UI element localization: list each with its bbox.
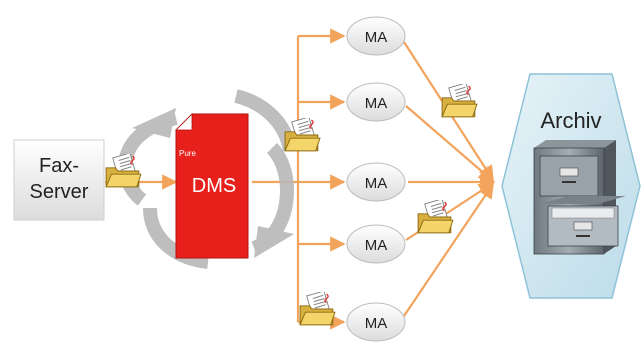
dms-node: Pure DMS <box>175 113 249 259</box>
filing-cabinet-icon <box>533 140 626 255</box>
employee-label: MA <box>365 237 388 254</box>
folder-with-fax-document-icon <box>284 118 321 152</box>
employee-label: MA <box>365 175 388 192</box>
employee-label: MA <box>365 29 388 46</box>
employee-label: MA <box>365 315 388 332</box>
folder-with-fax-document-icon <box>417 200 454 234</box>
archive-label: Archiv <box>540 108 601 133</box>
employee-node-5: MA <box>346 302 406 342</box>
fax-server-label-line2: Server <box>30 181 89 203</box>
dms-tag: Pure <box>179 149 196 158</box>
arrow-ma-2-to-archive <box>405 105 495 183</box>
flow-arrows <box>105 28 496 330</box>
folder-with-fax-document-icon <box>441 84 478 118</box>
dms-label: DMS <box>192 175 236 197</box>
employee-node-1: MA <box>346 16 406 56</box>
employee-label: MA <box>365 95 388 112</box>
arrow-ma-5-to-archive <box>403 182 494 317</box>
archive-node: Archiv <box>501 73 641 299</box>
employee-node-3: MA <box>346 162 406 202</box>
employee-node-2: MA <box>346 82 406 122</box>
fax-server-label-line1: Fax- <box>39 155 79 177</box>
employee-node-4: MA <box>346 224 406 264</box>
folder-with-fax-document-icon <box>299 292 336 326</box>
folder-with-fax-document-icon <box>105 154 142 188</box>
fax-server-node: Fax- Server <box>13 139 105 221</box>
